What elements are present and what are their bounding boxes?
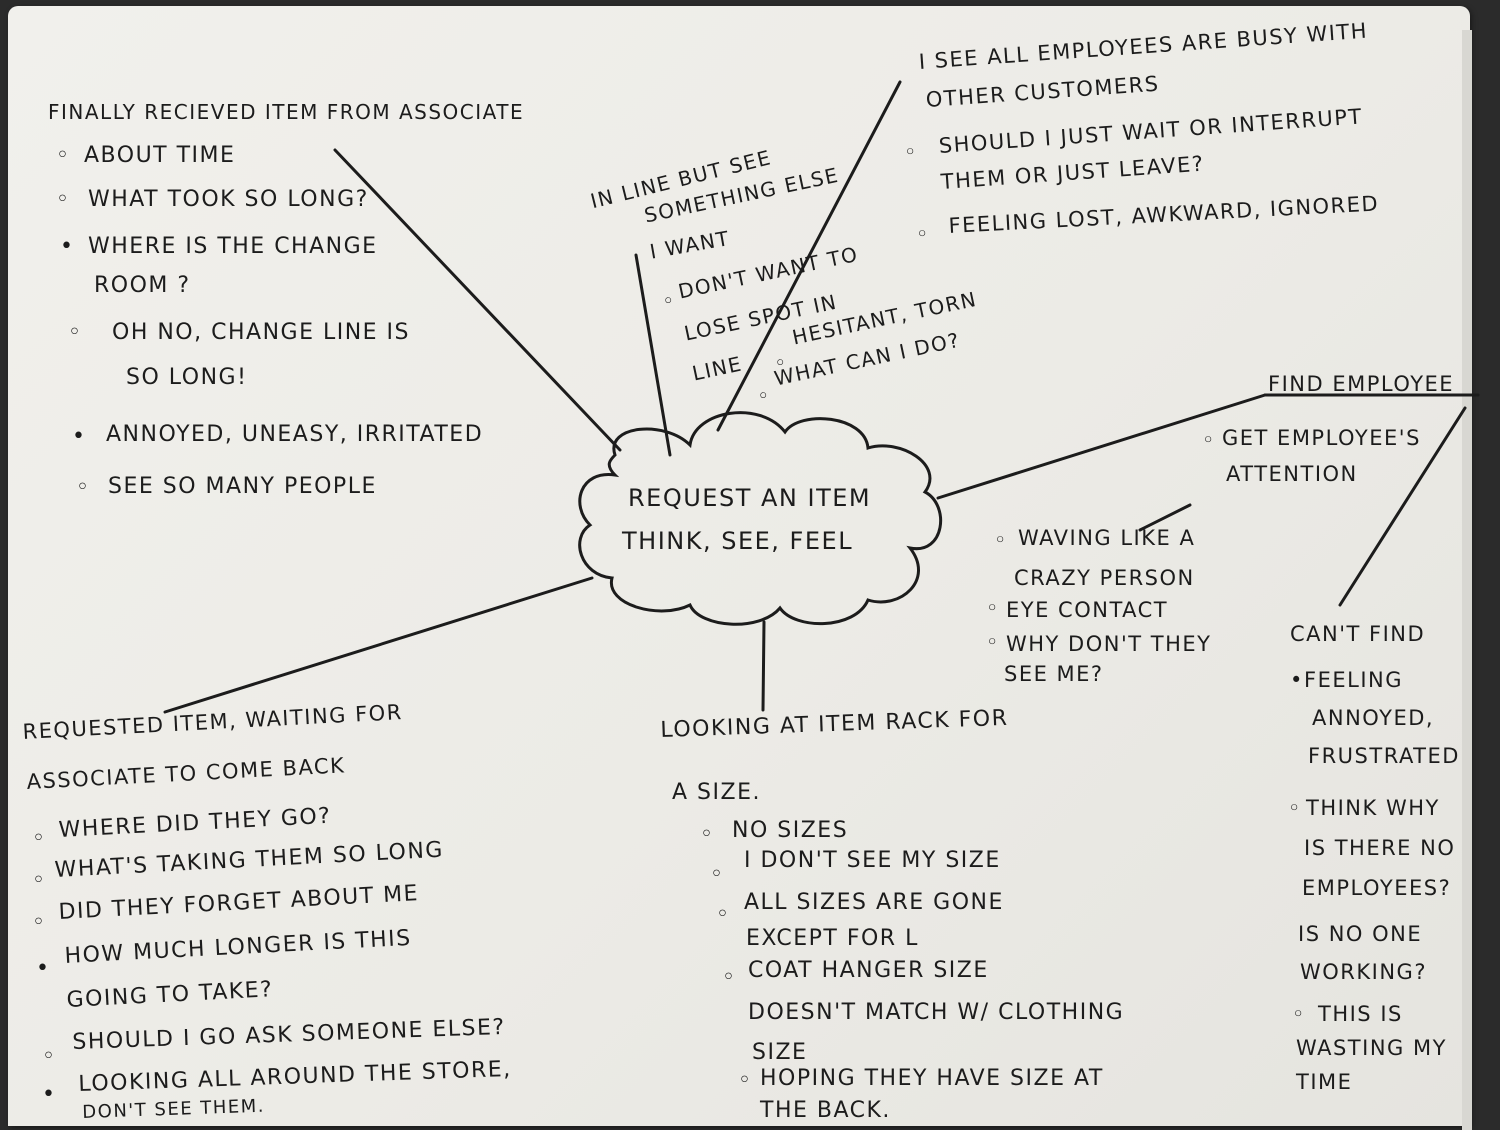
connector-waiting: [163, 576, 594, 714]
received-item: SEE SO MANY PEOPLE: [108, 474, 377, 499]
connector-busy: [716, 80, 902, 432]
received-item-bullet: ◦: [56, 143, 71, 168]
rack-title: A SIZE.: [672, 780, 761, 805]
find-employee-item-bullet: ◦: [986, 596, 1000, 620]
find-employee-item: EYE CONTACT: [1006, 598, 1169, 622]
received-item-bullet: ◦: [68, 320, 83, 345]
rack-item: NO SIZES: [732, 818, 849, 843]
received-item-bullet: •: [60, 234, 75, 259]
center-title: REQUEST AN ITEM: [628, 484, 872, 512]
rack-item: EXCEPT FOR L: [746, 926, 919, 951]
connector-rack: [761, 620, 766, 712]
cant-find-item: THIS IS: [1318, 1002, 1403, 1026]
rack-item: COAT HANGER SIZE: [748, 958, 989, 983]
received-item: ABOUT TIME: [84, 143, 236, 168]
received-item: WHERE IS THE CHANGE: [88, 234, 378, 259]
find-employee-item: ATTENTION: [1226, 462, 1358, 486]
waiting-item-bullet: ◦: [32, 910, 47, 935]
received-item: WHAT TOOK SO LONG?: [88, 187, 369, 212]
rack-item: SIZE: [752, 1040, 808, 1065]
cant-find-title: CAN'T FIND: [1290, 622, 1426, 646]
center-cloud: [578, 411, 942, 626]
received-item: SO LONG!: [126, 365, 248, 390]
cant-find-item: IS NO ONE: [1298, 922, 1423, 946]
waiting-item-bullet: •: [36, 956, 51, 981]
cant-find-item: WORKING?: [1300, 960, 1427, 984]
cant-find-item: IS THERE NO: [1304, 836, 1456, 860]
cant-find-item: THINK WHY: [1306, 796, 1440, 820]
connector-received: [333, 148, 622, 452]
find-employee-item: WAVING LIKE A: [1018, 526, 1196, 550]
cant-find-item: EMPLOYEES?: [1302, 876, 1452, 900]
received-item-bullet: •: [72, 424, 87, 449]
waiting-item-bullet: ◦: [32, 826, 47, 851]
cant-find-item: ANNOYED,: [1312, 706, 1435, 730]
find-employee-item-bullet: ◦: [1202, 428, 1216, 452]
received-title: FINALLY RECIEVED ITEM FROM ASSOCIATE: [48, 100, 525, 124]
find-employee-item: SEE ME?: [1004, 662, 1104, 686]
find-employee-item: WHY DON'T THEY: [1006, 632, 1212, 656]
rack-item: HOPING THEY HAVE SIZE AT: [760, 1066, 1104, 1091]
rack-item: THE BACK.: [760, 1098, 891, 1123]
find-employee-item-bullet: ◦: [986, 630, 1000, 654]
cant-find-item: FRUSTRATED: [1308, 744, 1460, 768]
rack-item: DOESN'T MATCH W/ CLOTHING: [748, 1000, 1125, 1025]
cant-find-item-bullet: ◦: [1292, 1002, 1306, 1026]
cant-find-item-bullet: ◦: [1288, 796, 1302, 820]
received-item: ROOM ?: [94, 273, 191, 298]
received-item: OH NO, CHANGE LINE IS: [112, 320, 411, 345]
connector-cant-find: [1338, 406, 1467, 607]
rack-item-bullet: ◦: [722, 965, 737, 990]
center-subtitle: THINK, SEE, FEEL: [622, 527, 854, 555]
connector-in-line: [634, 253, 672, 457]
paper-edge: [1462, 30, 1472, 1130]
find-employee-title: FIND EMPLOYEE: [1268, 372, 1455, 396]
received-item: ANNOYED, UNEASY, IRRITATED: [106, 422, 484, 447]
waiting-item-bullet: •: [42, 1082, 57, 1107]
waiting-item-bullet: ◦: [42, 1044, 57, 1069]
waiting-item-bullet: ◦: [32, 868, 47, 893]
cant-find-item: TIME: [1296, 1070, 1353, 1094]
received-item-bullet: ◦: [56, 187, 71, 212]
find-employee-item: GET EMPLOYEE'S: [1222, 426, 1421, 450]
busy-item-bullet: ◦: [904, 140, 918, 164]
rack-item: ALL SIZES ARE GONE: [744, 890, 1004, 915]
rack-item-bullet: ◦: [710, 862, 725, 887]
rack-item-bullet: ◦: [700, 822, 715, 847]
paper-sheet: [8, 6, 1470, 1126]
rack-item: I DON'T SEE MY SIZE: [744, 848, 1001, 873]
connector-waving: [1138, 503, 1192, 532]
received-item-bullet: ◦: [76, 475, 91, 500]
rack-item-bullet: ◦: [738, 1068, 753, 1093]
find-employee-item-bullet: ◦: [994, 528, 1008, 552]
cant-find-item: FEELING: [1304, 668, 1403, 692]
cant-find-item-bullet: •: [1290, 668, 1304, 692]
connector-find-employee: [936, 393, 1267, 500]
find-employee-item: CRAZY PERSON: [1014, 566, 1195, 590]
cant-find-item: WASTING MY: [1296, 1036, 1447, 1060]
rack-item-bullet: ◦: [716, 902, 731, 927]
busy-item-bullet: ◦: [916, 222, 930, 246]
